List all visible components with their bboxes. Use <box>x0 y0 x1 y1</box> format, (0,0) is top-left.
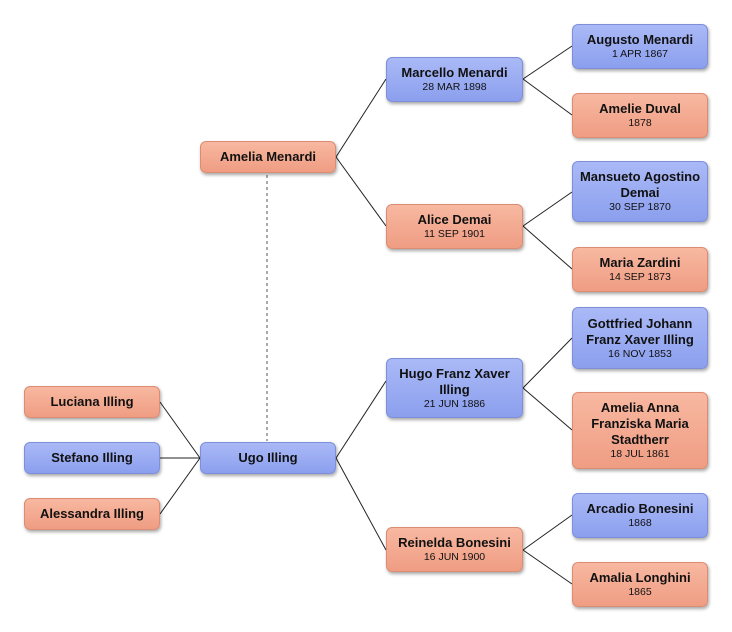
person-name: Ugo Illing <box>238 450 298 465</box>
person-date: 16 NOV 1853 <box>608 347 672 360</box>
person-date: 30 SEP 1870 <box>609 201 671 213</box>
person-name: Amelie Duval <box>599 101 681 116</box>
person-name: Marcello Menardi <box>401 65 508 80</box>
person-date: 1865 <box>628 586 652 598</box>
person-name: Alice Demai <box>417 212 492 227</box>
person-node-amalia-longhini[interactable]: Amalia Longhini 1865 <box>572 562 708 607</box>
person-date: 18 JUL 1861 <box>610 448 670 460</box>
person-name: Arcadio Bonesini <box>586 501 694 516</box>
person-name: Mansueto Agostino Demai <box>579 169 701 200</box>
person-date: 11 SEP 1901 <box>424 228 485 240</box>
child-link <box>159 457 201 515</box>
person-name: Gottfried Johann Franz Xaver Illing <box>586 315 694 347</box>
parent-link <box>335 457 387 551</box>
person-node-amelie-duval[interactable]: Amelie Duval 1878 <box>572 93 708 138</box>
parent-link <box>522 78 573 116</box>
parent-link <box>335 156 387 227</box>
person-node-stefano-illing[interactable]: Stefano Illing <box>24 442 160 474</box>
person-node-ugo-illing[interactable]: Ugo Illing <box>200 442 336 474</box>
person-date: 1 APR 1867 <box>611 48 669 60</box>
person-node-amelia-stadtherr[interactable]: Amelia Anna Franziska Maria Stadtherr 18… <box>572 392 708 469</box>
parent-link <box>335 380 387 459</box>
person-node-mansueto-demai[interactable]: Mansueto Agostino Demai 30 SEP 1870 <box>572 161 708 222</box>
parent-link <box>522 191 573 227</box>
person-node-maria-zardini[interactable]: Maria Zardini 14 SEP 1873 <box>572 247 708 292</box>
person-node-reinelda-bonesini[interactable]: Reinelda Bonesini 16 JUN 1900 <box>386 527 523 572</box>
person-name: Augusto Menardi <box>586 32 694 47</box>
person-name: Luciana Illing <box>50 394 134 409</box>
person-date: 1878 <box>628 117 652 129</box>
person-name: Reinelda Bonesini <box>398 535 511 550</box>
parent-link <box>522 387 573 431</box>
person-node-gottfried-illing[interactable]: Gottfried Johann Franz Xaver Illing 16 N… <box>572 307 708 369</box>
person-date: 16 JUN 1900 <box>423 551 486 563</box>
person-date: 1868 <box>628 517 652 529</box>
parent-link <box>522 549 573 585</box>
person-node-alessandra-illing[interactable]: Alessandra Illing <box>24 498 160 530</box>
person-date: 28 MAR 1898 <box>422 81 487 93</box>
parent-link <box>335 78 387 158</box>
person-node-marcello-menardi[interactable]: Marcello Menardi 28 MAR 1898 <box>386 57 523 102</box>
person-name: Hugo Franz Xaver Illing <box>399 365 510 397</box>
person-name: Alessandra Illing <box>39 506 145 521</box>
person-name: Amelia Menardi <box>219 149 317 164</box>
person-name: Maria Zardini <box>599 255 681 270</box>
parent-link <box>522 514 573 551</box>
parent-link <box>522 45 573 80</box>
person-name: Stefano Illing <box>51 450 133 465</box>
person-name: Amelia Anna Franziska Maria Stadtherr <box>591 400 689 447</box>
person-node-alice-demai[interactable]: Alice Demai 11 SEP 1901 <box>386 204 523 249</box>
child-link <box>159 401 201 459</box>
parent-link <box>522 337 573 389</box>
person-date: 21 JUN 1886 <box>423 397 486 410</box>
person-node-luciana-illing[interactable]: Luciana Illing <box>24 386 160 418</box>
person-name: Amalia Longhini <box>589 570 691 585</box>
person-date: 14 SEP 1873 <box>609 271 671 283</box>
parent-link <box>522 225 573 270</box>
person-node-hugo-illing[interactable]: Hugo Franz Xaver Illing 21 JUN 1886 <box>386 358 523 418</box>
person-node-amelia-menardi[interactable]: Amelia Menardi <box>200 141 336 173</box>
person-node-augusto-menardi[interactable]: Augusto Menardi 1 APR 1867 <box>572 24 708 69</box>
person-node-arcadio-bonesini[interactable]: Arcadio Bonesini 1868 <box>572 493 708 538</box>
